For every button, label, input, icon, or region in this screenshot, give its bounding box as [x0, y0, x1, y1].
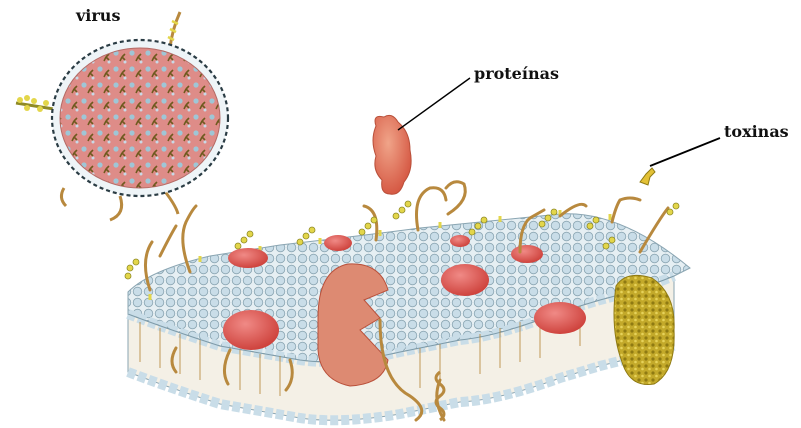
membrane-protein: [441, 264, 489, 296]
virus-label: virus: [76, 6, 120, 25]
toxinas-leader-line: [650, 138, 720, 166]
virus-particle: [16, 12, 228, 220]
soluble-protein-shape: [373, 115, 411, 194]
toxin-bound-protein: [614, 275, 674, 384]
proteinas-leader-line: [398, 78, 470, 130]
membrane-protein: [228, 248, 268, 268]
cell-membrane: [128, 210, 690, 420]
membrane-protein: [534, 302, 586, 334]
toxin-molecule: [640, 168, 655, 185]
toxinas-label: toxinas: [724, 122, 789, 141]
membrane-protein: [511, 245, 543, 263]
proteinas-label: proteínas: [474, 64, 559, 83]
membrane-protein: [324, 235, 352, 251]
membrane-protein: [223, 310, 279, 350]
membrane-protein: [450, 235, 470, 247]
